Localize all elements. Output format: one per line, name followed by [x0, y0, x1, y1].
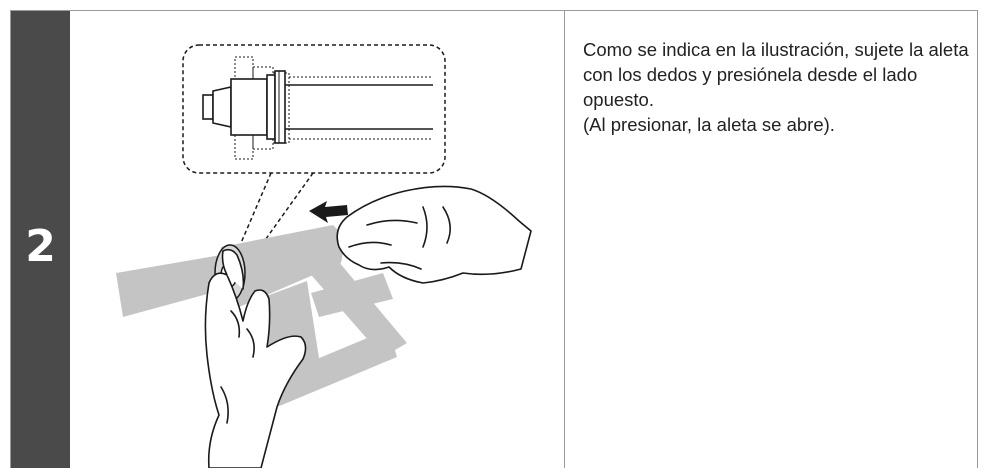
step-panel: 2	[10, 10, 978, 469]
left-hand-drawing	[204, 248, 307, 469]
holder-detail-drawing	[202, 56, 433, 160]
instruction-text: Como se indica en la ilustración, sujete…	[583, 37, 973, 137]
step-number: 2	[25, 221, 56, 272]
roll-holder-flange-press-illustration	[71, 11, 564, 469]
detail-callout-frame	[182, 44, 446, 174]
roll-holder-body	[116, 225, 407, 407]
instruction-line-1: Como se indica en la ilustración, sujete…	[583, 39, 969, 110]
column-divider	[564, 11, 565, 468]
instruction-line-2: (Al presionar, la aleta se abre).	[583, 114, 835, 135]
step-indicator-bar: 2	[11, 11, 70, 468]
push-arrow-icon	[309, 201, 348, 223]
right-hand-drawing	[336, 185, 532, 284]
